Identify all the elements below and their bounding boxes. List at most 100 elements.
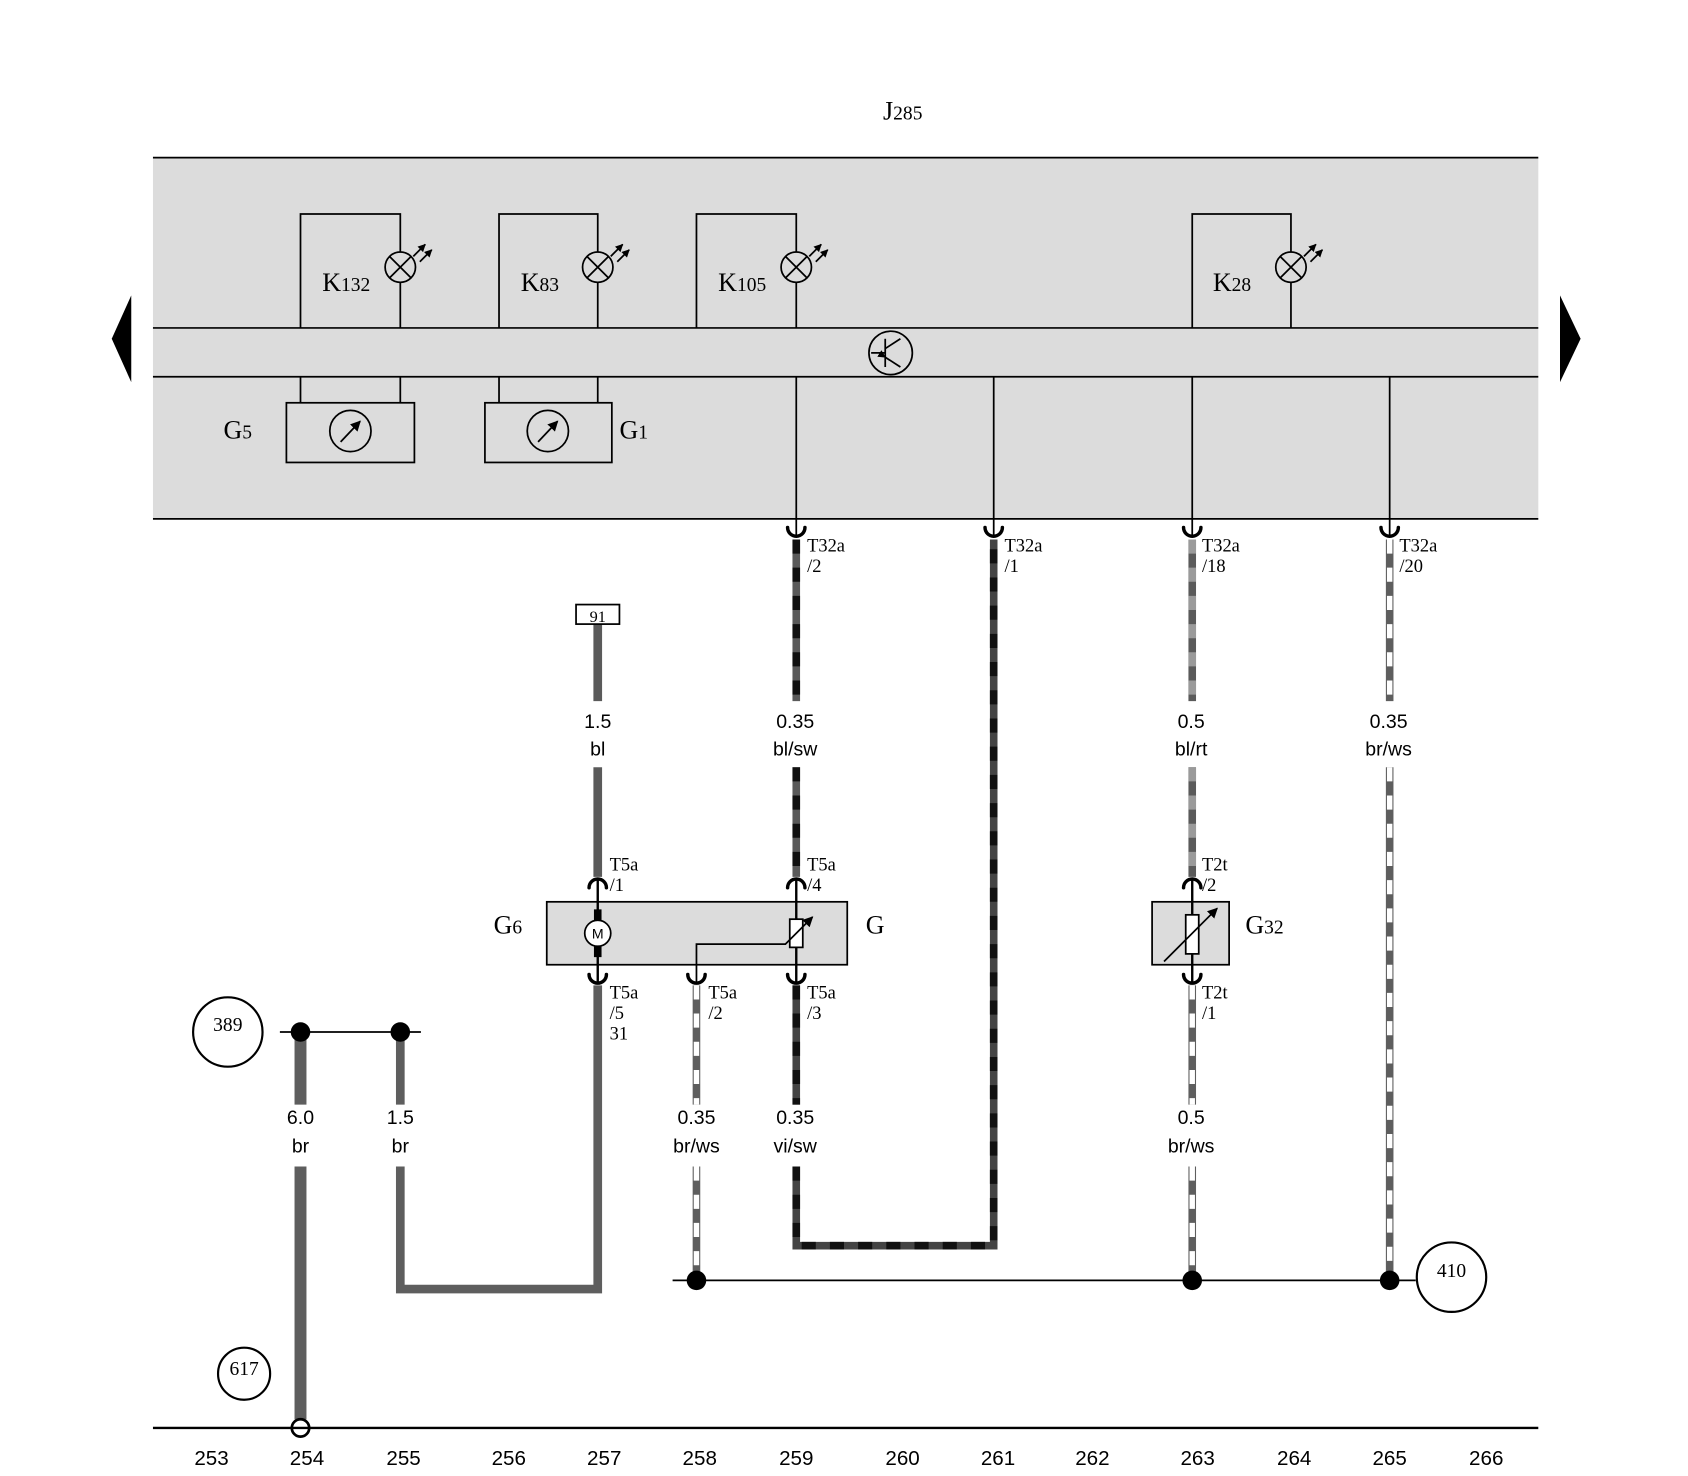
connector-t32a: T32a /2 T32a /1 T32a /18 T32a /20	[785, 525, 1437, 576]
transistor-collector	[884, 338, 901, 350]
wire-spec-labels: 1.5 bl 0.35 bl/sw 0.5 bl/rt 0.35 br/ws 6…	[287, 711, 1412, 1157]
warning-lamp-icon	[384, 243, 433, 284]
sender-g32-label: G32	[1245, 910, 1283, 939]
sender-g32: G32 T2t /2 T2t /1	[1151, 854, 1284, 1023]
wire-core	[792, 539, 998, 1250]
connector-pin: /5	[610, 1003, 624, 1023]
connector-pin-icon	[1181, 877, 1203, 890]
junction-dot	[1379, 1270, 1400, 1291]
ground-connection-410: 410	[672, 1241, 1488, 1313]
connector-name: T5a	[807, 854, 836, 874]
track-number: 263	[1180, 1447, 1214, 1470]
connector-pin-icon	[1181, 525, 1203, 538]
light-ray	[616, 249, 630, 263]
track-number: 257	[587, 1447, 621, 1470]
light-ray	[815, 249, 829, 263]
track-number: 266	[1469, 1447, 1503, 1470]
lamp-k28-frame	[1191, 213, 1292, 328]
track-number: 265	[1372, 1447, 1406, 1470]
connector-pin-icon	[587, 972, 609, 985]
light-ray	[1309, 249, 1324, 263]
sender-label: G	[866, 910, 885, 939]
connector-pin-icon	[785, 525, 807, 538]
potentiometer-icon	[695, 916, 814, 984]
warning-lamp-icon	[1274, 243, 1324, 284]
wire-color: vi/sw	[773, 1135, 817, 1157]
lamp-bulb	[384, 251, 417, 284]
lamp-filament	[586, 255, 610, 279]
connector-name: T2t	[1202, 982, 1228, 1002]
panel-background	[152, 157, 1539, 519]
reference-label: 617	[229, 1359, 259, 1380]
track-number: 261	[981, 1447, 1015, 1470]
connector-name: T32a	[1399, 535, 1437, 555]
connector-name: T5a	[610, 854, 639, 874]
connector-name: T32a	[1005, 535, 1043, 555]
lamp-k105-label: K105	[718, 268, 766, 297]
wire-core	[395, 985, 603, 1294]
light-ray	[419, 249, 433, 263]
wire-color: bl	[590, 738, 605, 760]
reference-circle	[1415, 1241, 1488, 1313]
warning-lamp-icon	[581, 243, 630, 284]
gauge-needle	[340, 420, 361, 443]
lamp-k105: K105	[695, 213, 829, 328]
junction-dot	[390, 1022, 411, 1042]
transistor-icon	[868, 330, 914, 376]
wire-size: 0.5	[1178, 1107, 1205, 1129]
gauge-g5-label: G5	[223, 416, 252, 445]
gauge-g1-housing	[484, 401, 613, 464]
motor-icon: M	[583, 919, 612, 948]
wire-color: bl/sw	[773, 738, 818, 760]
connector-pin: /1	[1005, 556, 1019, 576]
track-number: 262	[1075, 1447, 1109, 1470]
gauge-dial	[526, 409, 570, 453]
wire-stripe	[792, 539, 998, 1250]
wire-size: 0.35	[1370, 711, 1408, 733]
warning-lamp-icon	[780, 243, 829, 284]
transistor-circle	[868, 330, 914, 376]
gauge-dial	[328, 409, 372, 453]
control-unit-title: J285	[883, 97, 922, 126]
lamp-filament	[1279, 255, 1303, 279]
wire-1-5-br	[395, 985, 603, 1294]
track-number: 259	[779, 1447, 813, 1470]
wire-size: 0.5	[1178, 711, 1205, 733]
continue-right-arrow-icon	[1559, 295, 1581, 383]
connector-name: T5a	[807, 982, 836, 1002]
potentiometer-wiper	[695, 916, 814, 984]
resistor-arrow	[1163, 907, 1218, 963]
track-number: 255	[386, 1447, 420, 1470]
connector-pin: /1	[610, 875, 624, 895]
connector-pin: /2	[708, 1003, 722, 1023]
terminal-label: 91	[590, 608, 606, 626]
connector-name: T5a	[610, 982, 639, 1002]
wire-0-35-vi-sw	[792, 539, 998, 1250]
connector-pin: /18	[1202, 556, 1226, 576]
junction-dot	[686, 1270, 707, 1291]
track-number: 256	[492, 1447, 526, 1470]
continue-left-arrow-icon	[111, 295, 132, 383]
lamp-bulb	[1274, 251, 1308, 284]
track-number: 260	[885, 1447, 919, 1470]
wire-size: 1.5	[584, 711, 611, 733]
motor-circle	[583, 919, 612, 948]
connector-pin: /2	[1202, 875, 1216, 895]
gauge-g1-label: G1	[619, 416, 648, 445]
gauge-needle	[537, 420, 559, 443]
connector-pin-icon	[686, 972, 707, 985]
variable-resistor-icon	[1163, 907, 1218, 963]
wire-size: 0.35	[776, 1107, 814, 1129]
motor-glyph: M	[592, 926, 604, 942]
connector-pin-icon	[1181, 972, 1203, 985]
connector-pin-icon	[785, 972, 807, 985]
lamp-filament	[784, 255, 808, 279]
wire-color: br	[392, 1135, 410, 1157]
connector-pin-icon	[983, 525, 1005, 538]
connector-name: T5a	[708, 982, 737, 1002]
light-ray	[808, 243, 822, 257]
junction-dot	[290, 1022, 311, 1042]
wire-color: br/ws	[1168, 1135, 1215, 1157]
gauge-icon	[328, 409, 372, 453]
lamp-k132: K132	[299, 213, 433, 328]
